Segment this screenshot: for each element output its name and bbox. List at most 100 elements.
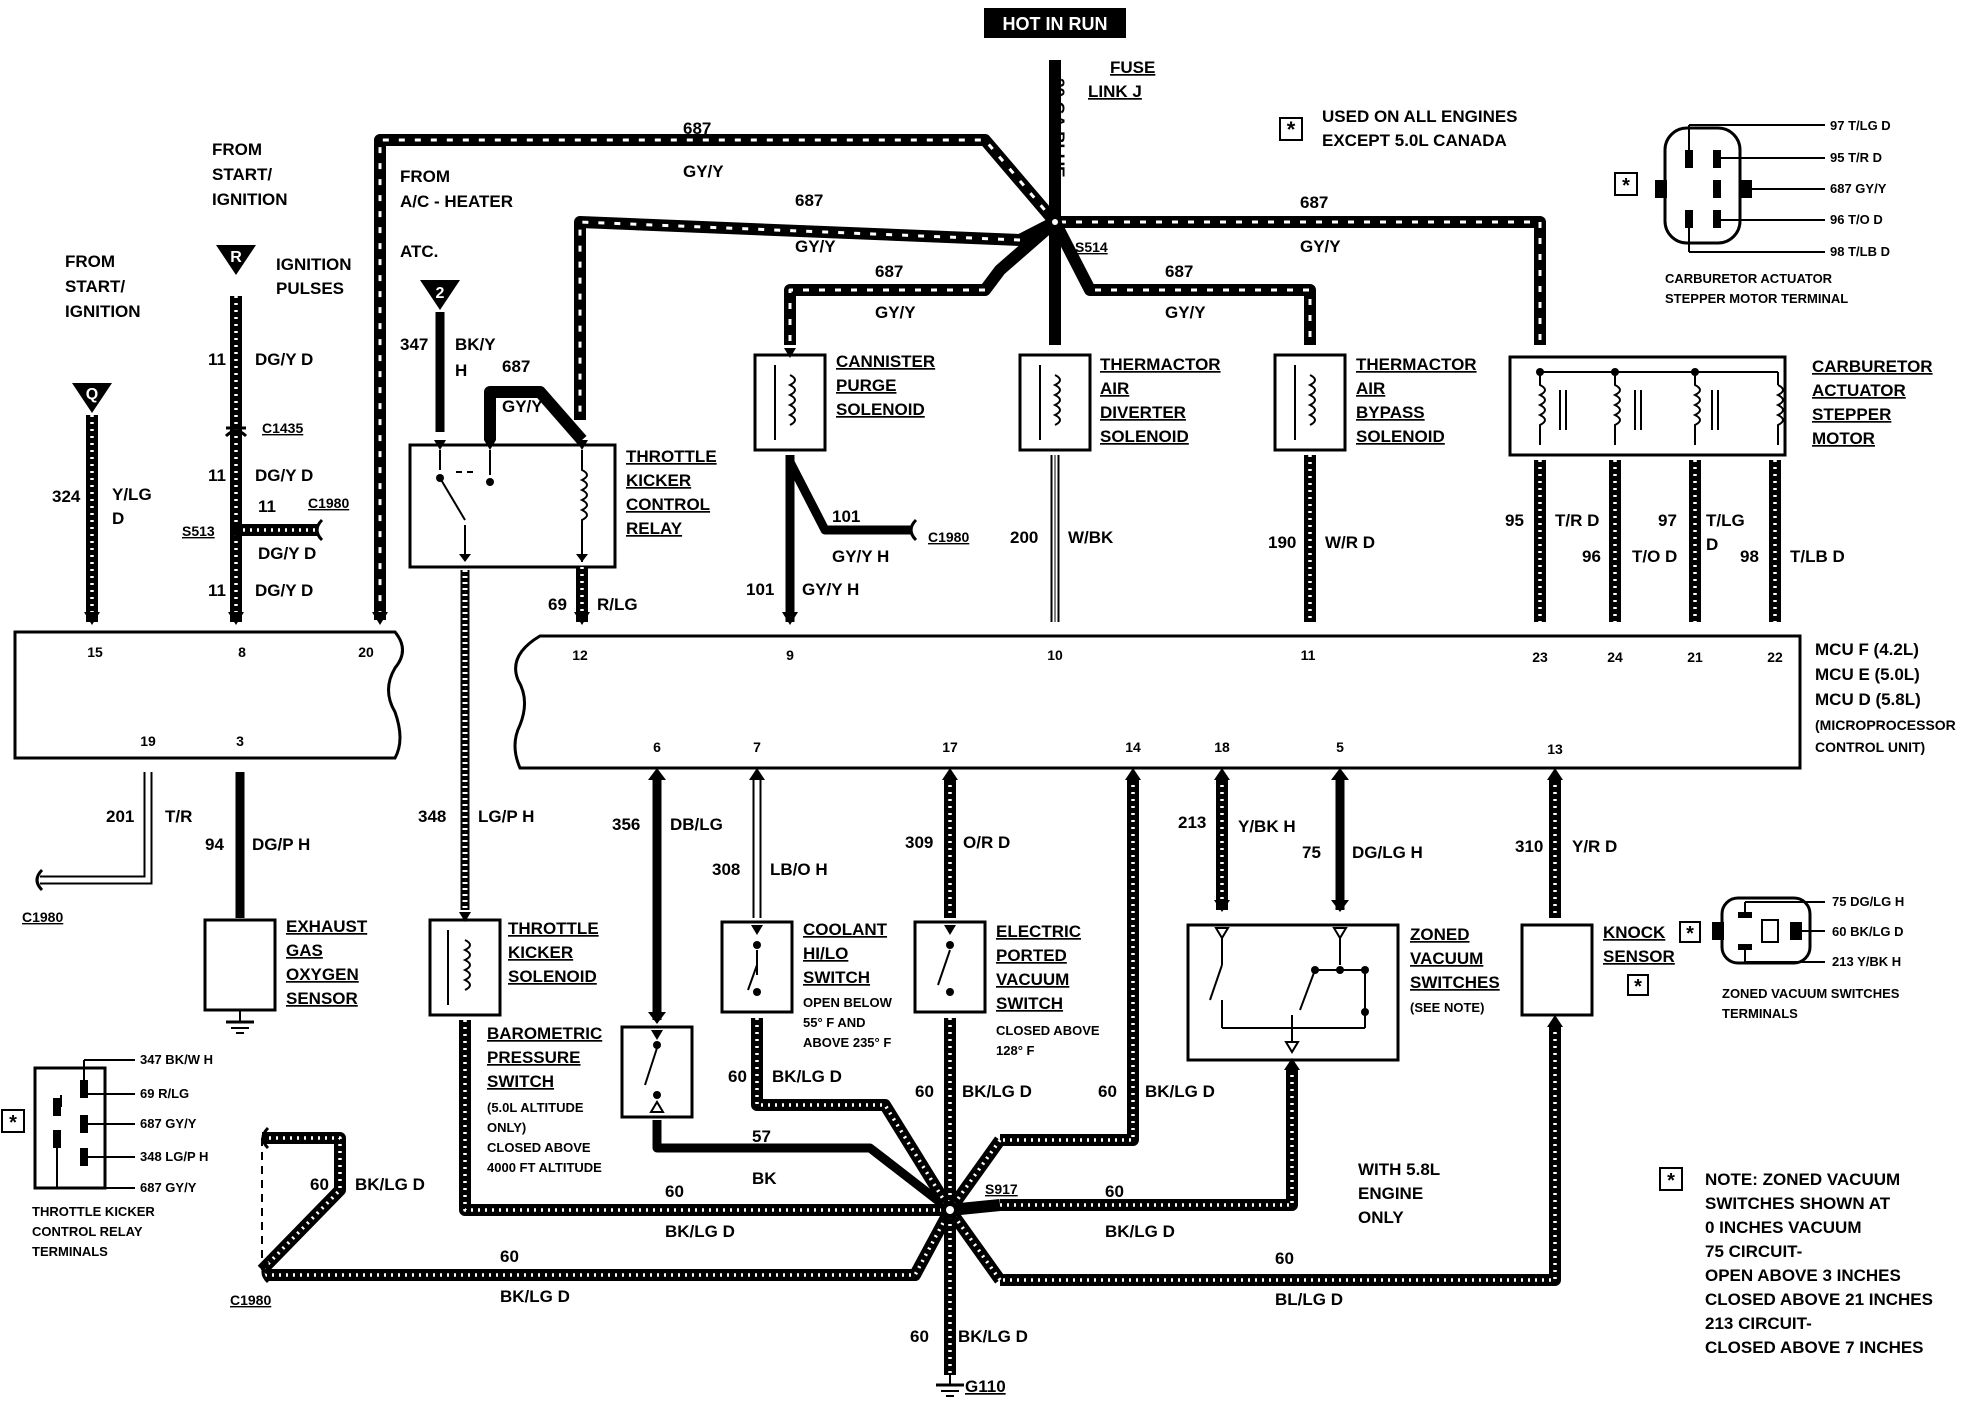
label-bklgd-i: BK/LG D	[958, 1327, 1028, 1346]
zvs-note: (SEE NOTE)	[1410, 1000, 1484, 1015]
ac-heater-2: A/C - HEATER	[400, 192, 513, 211]
label-308: 308	[712, 860, 740, 879]
zvs-term-60: 60 BK/LG D	[1832, 924, 1904, 939]
label-bklgd-h: BK/LG D	[355, 1175, 425, 1194]
label-98: 98	[1740, 547, 1759, 566]
splice-s513: S513	[182, 523, 215, 539]
pin-10: 10	[1047, 647, 1063, 663]
mcu-l5: CONTROL UNIT)	[1815, 739, 1925, 755]
label-60-e: 60	[1105, 1182, 1124, 1201]
ego-l2: GAS	[286, 941, 323, 960]
label-gyyh-b: GY/Y H	[802, 580, 859, 599]
ground-g110: G110	[965, 1377, 1006, 1396]
throttle-kicker-control-relay: THROTTLE KICKER CONTROL RELAY	[408, 440, 717, 569]
casm-l2: ACTUATOR	[1812, 381, 1906, 400]
label-trd: T/R D	[1555, 511, 1599, 530]
epv-l3: VACUUM	[996, 970, 1069, 989]
ground-network-s917	[257, 1018, 1005, 1397]
mcu-left-section: 15 8 20 19 3	[13, 630, 404, 760]
label-310: 310	[1515, 837, 1543, 856]
label-wrd: W/R D	[1325, 533, 1375, 552]
zvs-l3: SWITCHES	[1410, 973, 1500, 992]
label-bklgd-f: BK/LG D	[500, 1287, 570, 1306]
knock-star-b: *	[1634, 976, 1642, 998]
label-687-a: 687	[683, 119, 711, 138]
with58-l3: ONLY	[1358, 1208, 1404, 1227]
ac-heater-1: FROM	[400, 167, 450, 186]
zvs-l1: ZONED	[1410, 925, 1470, 944]
label-687-c: 687	[875, 262, 903, 281]
note-star: *	[1667, 1170, 1675, 1192]
label-11-c: 11	[258, 497, 276, 516]
label-60-g: 60	[1275, 1249, 1294, 1268]
note-used-on-all: * USED ON ALL ENGINES EXCEPT 5.0L CANADA	[1279, 107, 1518, 150]
carb-actuator-terminal-inset: * 97 T/LG D 95 T/R D 687 GY/Y 96 T/O D 9…	[1614, 118, 1891, 306]
bps-n3: CLOSED ABOVE	[487, 1140, 591, 1155]
casm-l4: MOTOR	[1812, 429, 1875, 448]
src-a-l3: IGNITION	[65, 302, 141, 321]
tkcr-l4: RELAY	[626, 519, 683, 538]
pin-20: 20	[358, 644, 374, 660]
note-b-1: NOTE: ZONED VACUUM	[1705, 1170, 1900, 1189]
label-95: 95	[1505, 511, 1524, 530]
label-gyy-d: GY/Y	[1300, 237, 1341, 256]
wire-60-knock	[1000, 1025, 1561, 1286]
src-a-l1: FROM	[65, 252, 115, 271]
tks-l1: THROTTLE	[508, 919, 599, 938]
label-bklgd-d: BK/LG D	[665, 1222, 735, 1241]
wire-101-b	[785, 459, 912, 535]
pin-11: 11	[1301, 647, 1316, 663]
label-tod: T/O D	[1632, 547, 1677, 566]
stepper-wires	[1534, 460, 1781, 622]
chl-l1: COOLANT	[803, 920, 888, 939]
label-dgyd-b: DG/Y D	[255, 466, 313, 485]
conn-c1980-d: C1980	[230, 1292, 271, 1308]
pin-13: 13	[1547, 741, 1563, 757]
src-b-l1: FROM	[212, 140, 262, 159]
thermactor-air-bypass-solenoid: THERMACTOR AIR BYPASS SOLENOID	[1273, 353, 1477, 452]
label-bklgd-a: BK/LG D	[772, 1067, 842, 1086]
tkcr-l3: CONTROL	[626, 495, 710, 514]
ign-pulses-1: IGNITION	[276, 255, 352, 274]
tabs-l3: BYPASS	[1356, 403, 1425, 422]
label-60-d: 60	[665, 1182, 684, 1201]
label-687-e: 687	[1165, 262, 1193, 281]
bps-l2: PRESSURE	[487, 1048, 581, 1067]
label-101-a: 101	[832, 507, 860, 526]
conn-c1980-a: C1980	[308, 495, 349, 511]
mcu-label: MCU F (4.2L) MCU E (5.0L) MCU D (5.8L) (…	[1815, 640, 1956, 755]
label-dgyd-c: DG/Y D	[258, 544, 316, 563]
label-309: 309	[905, 833, 933, 852]
label-11-b: 11	[208, 466, 226, 485]
tabs-l4: SOLENOID	[1356, 427, 1445, 446]
tads-l3: DIVERTER	[1100, 403, 1186, 422]
with58-l2: ENGINE	[1358, 1184, 1423, 1203]
electric-ported-vacuum-switch: ELECTRIC PORTED VACUUM SWITCH CLOSED ABO…	[913, 920, 1100, 1058]
label-tlg: T/LG	[1706, 511, 1745, 530]
label-60-a: 60	[728, 1067, 747, 1086]
relay-term-687b: 687 GY/Y	[140, 1180, 197, 1195]
pin-8: 8	[238, 644, 246, 660]
carb-term-96: 96 T/O D	[1830, 212, 1883, 227]
note-b-7: 213 CIRCUIT-	[1705, 1314, 1812, 1333]
label-bklgd-e: BK/LG D	[1105, 1222, 1175, 1241]
label-94: 94	[205, 835, 224, 854]
fuse-label-1: FUSE	[1110, 58, 1155, 77]
label-gyy-c: GY/Y	[875, 303, 916, 322]
label-bllgd: BL/LG D	[1275, 1290, 1343, 1309]
label-75: 75	[1302, 843, 1321, 862]
fuse-label-2: LINK J	[1088, 82, 1142, 101]
wire-60-zvs	[1000, 1068, 1298, 1211]
label-bklgd-b: BK/LG D	[962, 1082, 1032, 1101]
label-348: 348	[418, 807, 446, 826]
carb-term-97: 97 T/LG D	[1830, 118, 1891, 133]
chl-l3: SWITCH	[803, 968, 870, 987]
cannister-purge-solenoid: CANNISTER PURGE SOLENOID	[753, 348, 935, 452]
label-347: 347	[400, 335, 428, 354]
label-324: 324	[52, 487, 81, 506]
label-190: 190	[1268, 533, 1296, 552]
header-box	[984, 8, 1126, 38]
label-200: 200	[1010, 528, 1038, 547]
mcu-l2: MCU E (5.0L)	[1815, 665, 1920, 684]
